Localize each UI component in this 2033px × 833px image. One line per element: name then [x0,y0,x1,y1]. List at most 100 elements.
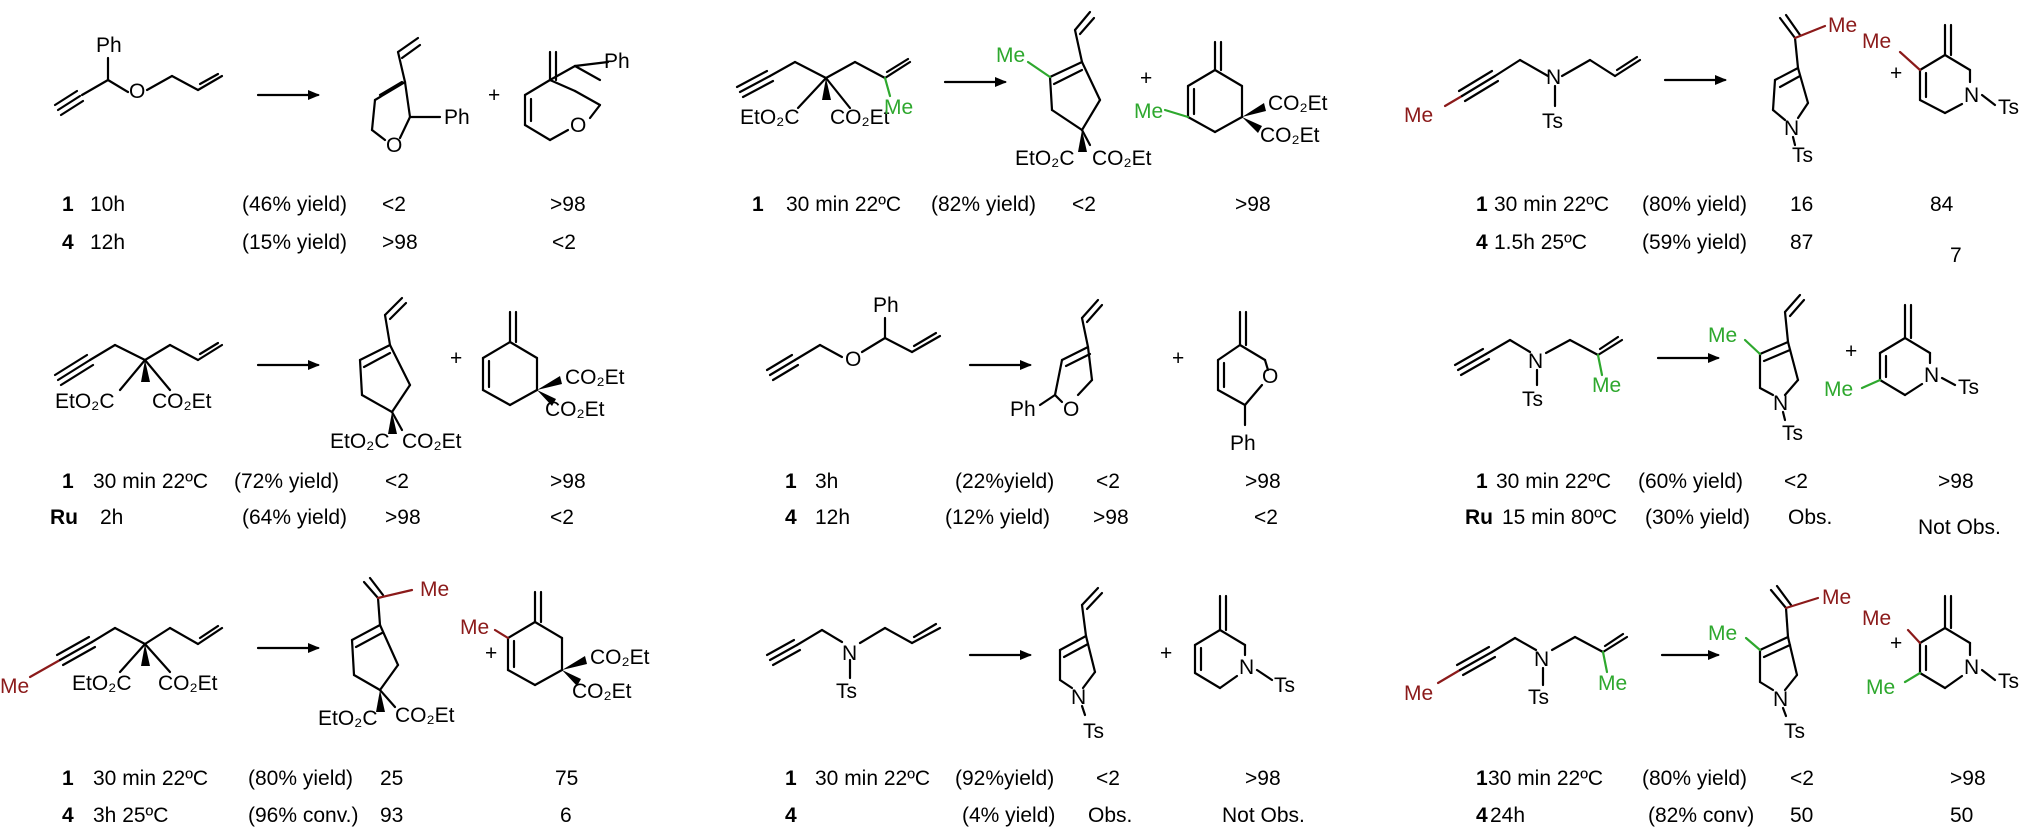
tosyl-label: Ts [1958,376,1979,399]
catalyst-label: 1 [752,193,764,216]
ratio-product-1: >98 [385,506,421,529]
product-f1: Me N Ts [1708,293,1806,445]
substrate-e: O Ph [765,294,942,382]
conditions-label: 3h [815,470,838,493]
product-b2: Me CO₂Et CO₂Et [1134,40,1328,147]
yield-label: (46% yield) [242,193,347,216]
tosyl-label: Ts [1083,720,1104,743]
product-i2: Me Me N Ts [1862,594,2019,699]
product-c1: Me N Ts [1771,13,1857,167]
panel-a-table: 1 10h (46% yield) <2 >98 4 12h (15% yiel… [62,193,586,254]
panel-h-structures: N Ts N Ts + [765,586,1295,743]
methyl-label: Me [1592,374,1621,397]
plus-sign: + [1890,62,1902,85]
catalyst-label: Ru [50,506,78,529]
product-f2: Me N Ts [1824,303,1979,401]
conditions-label: 30 min 22ºC [93,767,208,790]
ratio-product-2: >98 [1950,767,1986,790]
conditions-label: 30 min 22ºC [1496,470,1611,493]
tosyl-label: Ts [1274,674,1295,697]
yield-label: (80% yield) [248,767,353,790]
substrate-f: N Ts Me [1453,335,1624,411]
product-h2: N Ts [1193,594,1295,697]
catalyst-label: 4 [785,804,797,827]
ester-label: CO₂Et [572,680,632,703]
panel-d-structures: EtO₂C CO₂Et EtO₂C CO₂Et + [53,296,625,453]
methyl-label: Me [0,675,29,698]
ester-label: EtO₂C [55,390,115,413]
nitrogen-label: N [842,642,857,665]
oxygen-label: O [129,80,145,103]
methyl-label: Me [1822,586,1851,609]
ratio-product-2: 84 [1930,193,1954,216]
product-b1: Me EtO₂C CO₂Et [996,10,1152,170]
conditions-label: 2h [100,506,123,529]
conditions-label: 24h [1490,804,1525,827]
tosyl-label: Ts [1784,720,1805,743]
conditions-label: 30 min 22ºC [815,767,930,790]
tosyl-label: Ts [1998,670,2019,693]
plus-sign: + [1160,642,1172,665]
ratio-product-1: >98 [1093,506,1129,529]
ratio-product-2: <2 [1254,506,1278,529]
ph-label: Ph [444,106,470,129]
catalyst-label: 1 [1476,193,1488,216]
substrate-h: N Ts [765,622,942,703]
ratio-product-2: 6 [560,804,572,827]
ratio-product-2: Not Obs. [1918,516,2001,539]
yield-label: (59% yield) [1642,231,1747,254]
conditions-label: 1.5h 25ºC [1494,231,1587,254]
product-a1: O Ph [370,36,470,157]
ratio-product-1: 50 [1790,804,1813,827]
methyl-label: Me [1828,14,1857,37]
nitrogen-label: N [1528,350,1543,373]
catalyst-label: 4 [62,804,74,827]
catalyst-label: 4 [1476,231,1488,254]
tosyl-label: Ts [1522,388,1543,411]
methyl-label: Me [460,616,489,639]
tosyl-label: Ts [1542,110,1563,133]
methyl-label: Me [884,96,913,119]
product-g1: Me EtO₂C CO₂Et [318,576,455,730]
ester-label: EtO₂C [740,106,800,129]
yield-label: (15% yield) [242,231,347,254]
ratio-product-1: 93 [380,804,403,827]
yield-label: (82% conv) [1648,804,1754,827]
ratio-product-1: 87 [1790,231,1813,254]
substrate-g: Me EtO₂C CO₂Et [0,624,224,698]
oxygen-label: O [1063,398,1079,421]
yield-label: (80% yield) [1642,767,1747,790]
tosyl-label: Ts [1792,144,1813,167]
ester-label: CO₂Et [590,646,650,669]
methyl-label: Me [1708,324,1737,347]
ester-label: CO₂Et [395,704,455,727]
catalyst-label: 1 [1476,767,1488,790]
plus-sign: + [1845,340,1857,363]
catalyst-label: 1 [62,767,74,790]
ester-label: EtO₂C [318,707,378,730]
substrate-b: EtO₂C CO₂Et Me [735,57,913,129]
ratio-product-2: >98 [1235,193,1271,216]
methyl-label: Me [1404,682,1433,705]
yield-label: (22%yield) [955,470,1054,493]
product-g2: Me CO₂Et CO₂Et [460,590,650,703]
nitrogen-label: N [1964,84,1979,107]
ester-label: CO₂Et [545,398,605,421]
ratio-product-1: <2 [1096,767,1120,790]
panel-f-table: 1 30 min 22ºC (60% yield) <2 >98 Ru 15 m… [1465,470,2001,539]
methyl-label: Me [1824,378,1853,401]
yield-label: (82% yield) [931,193,1036,216]
oxygen-label: O [570,114,586,137]
catalyst-label: 4 [62,231,74,254]
panel-b-structures: EtO₂C CO₂Et Me Me EtO₂C CO₂Et + [735,10,1328,170]
oxygen-label: O [845,348,861,371]
ph-label: Ph [1010,398,1036,421]
ratio-product-2: >98 [1245,767,1281,790]
oxygen-label: O [1262,365,1278,388]
yield-label: (92%yield) [955,767,1054,790]
ester-label: CO₂Et [830,106,890,129]
ratio-product-2: 75 [555,767,578,790]
ratio-product-2: 7 [1950,244,1962,267]
nitrogen-label: N [1239,656,1254,679]
